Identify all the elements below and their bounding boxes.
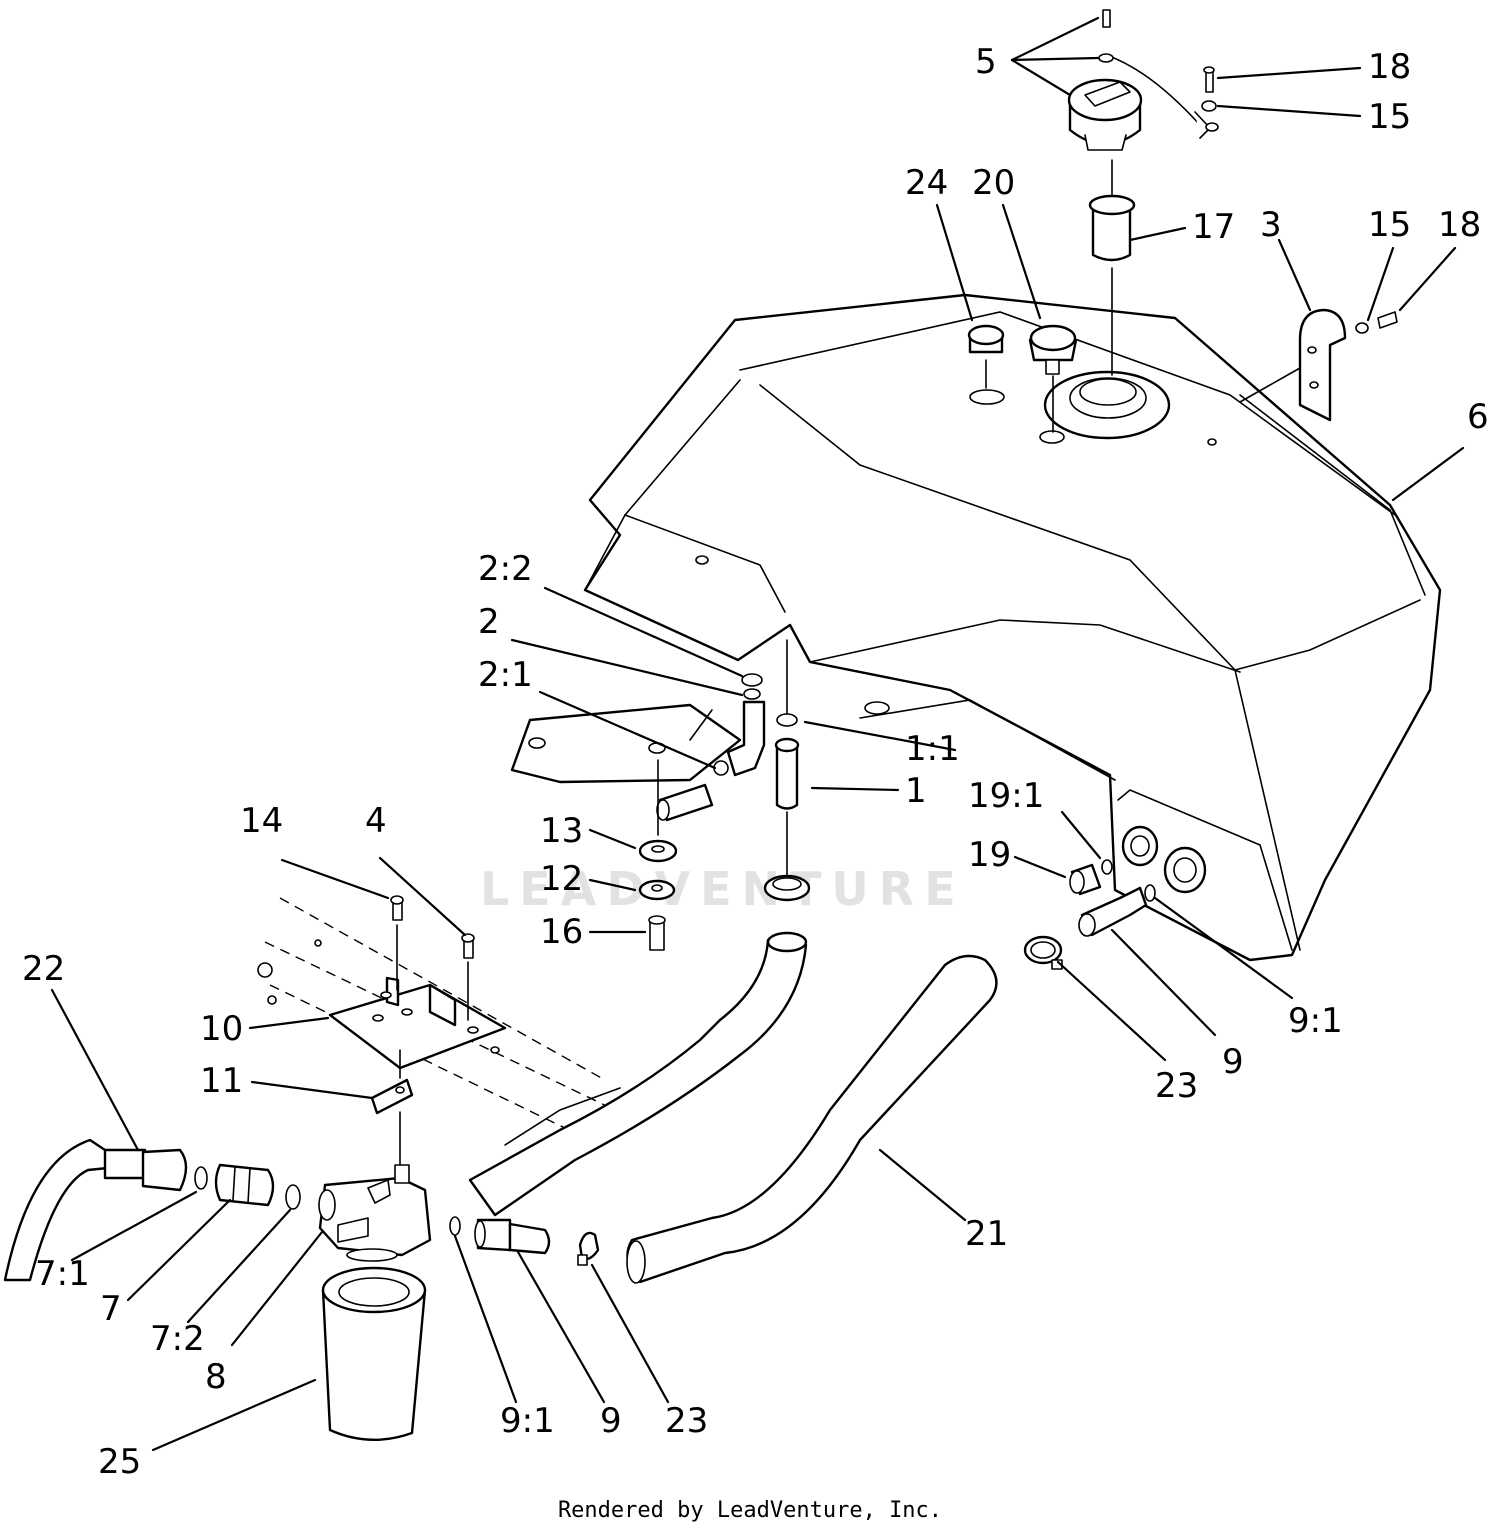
callout-21: 21 (965, 1214, 1008, 1254)
callout-1: 1 (905, 771, 927, 811)
callout-9: 9 (1222, 1042, 1244, 1082)
callout-20: 20 (972, 163, 1015, 203)
screw-16 (648, 759, 666, 951)
callout-3: 3 (1260, 205, 1282, 245)
callout-19: 19 (968, 835, 1011, 875)
elbow-fitting-2 (713, 639, 788, 777)
callout-9-1: 9:1 (1288, 1001, 1343, 1041)
grommet-24 (967, 324, 1005, 389)
washer-13 (638, 839, 678, 863)
filter-head-8 (318, 1164, 432, 1262)
parts-diagram: LEADVENTURE (3, 9, 1489, 1482)
fitting-9-lower (474, 1218, 551, 1255)
hose-clamp-23-tank (1023, 935, 1063, 970)
filter-element-25 (321, 1266, 427, 1441)
watermark-text: LEADVENTURE (480, 862, 966, 916)
screw-18-top (1201, 66, 1219, 132)
callout-24: 24 (905, 163, 948, 203)
callout-13: 13 (540, 811, 583, 851)
callout-15: 15 (1368, 97, 1411, 137)
adapter-7 (214, 1163, 275, 1207)
callout-7: 7 (100, 1289, 122, 1329)
callout-7-1: 7:1 (35, 1254, 90, 1294)
callout-22: 22 (22, 949, 65, 989)
hose-clamp-23-lower (577, 1231, 600, 1266)
callout-4: 4 (365, 801, 387, 841)
callout-25: 25 (98, 1442, 141, 1482)
return-hose-21 (626, 954, 998, 1284)
fitting-1 (774, 713, 800, 881)
o-ring-9-1-lower (449, 1216, 461, 1236)
callout-15: 15 (1368, 205, 1411, 245)
fitting-9-tank (1078, 884, 1156, 937)
o-ring-7-2 (285, 1184, 301, 1210)
filler-cap (1067, 9, 1211, 151)
tank-outlet-hose (468, 931, 808, 1217)
tank-mount-bracket (510, 703, 742, 784)
callout-23: 23 (1155, 1066, 1198, 1106)
callout-19-1: 19:1 (968, 776, 1044, 816)
callout-1-1: 1:1 (905, 729, 960, 769)
shutoff-valve (656, 783, 714, 822)
vent-20 (1028, 324, 1078, 433)
footer-credit: Rendered by LeadVenture, Inc. (557, 1498, 943, 1523)
callouts: 5 18 15 24 20 17 3 15 18 6 2:2 2 2:1 1:1… (22, 42, 1489, 1482)
plug-19 (1069, 859, 1113, 896)
fuel-tank (583, 293, 1442, 962)
screw-14 (390, 895, 404, 991)
callout-12: 12 (540, 859, 583, 899)
hose-clamp-upper (763, 874, 811, 902)
callout-2: 2 (478, 602, 500, 642)
callout-7-2: 7:2 (150, 1319, 205, 1359)
screw-4 (461, 933, 475, 1021)
o-ring-7-1 (194, 1166, 208, 1190)
callout-5: 5 (975, 42, 997, 82)
callout-18: 18 (1438, 205, 1481, 245)
callout-16: 16 (540, 912, 583, 952)
callout-14: 14 (240, 801, 283, 841)
fuel-line-22 (3, 1138, 188, 1282)
callout-17: 17 (1192, 207, 1235, 247)
callout-6: 6 (1467, 397, 1489, 437)
washer-12 (638, 879, 676, 901)
callout-11: 11 (200, 1061, 243, 1101)
callout-23: 23 (665, 1401, 708, 1441)
callout-2-2: 2:2 (478, 549, 533, 589)
callout-18: 18 (1368, 47, 1411, 87)
callout-10: 10 (200, 1009, 243, 1049)
filler-strainer (1088, 159, 1136, 376)
callout-9: 9 (600, 1401, 622, 1441)
callout-2-1: 2:1 (478, 655, 533, 695)
callout-9-1: 9:1 (500, 1401, 555, 1441)
callout-8: 8 (205, 1357, 227, 1397)
leader-lines (50, 16, 1465, 1452)
filter-bracket-10 (328, 976, 507, 1070)
filter-bracket-11 (370, 1049, 414, 1166)
clamp-bracket-3 (1239, 308, 1398, 422)
